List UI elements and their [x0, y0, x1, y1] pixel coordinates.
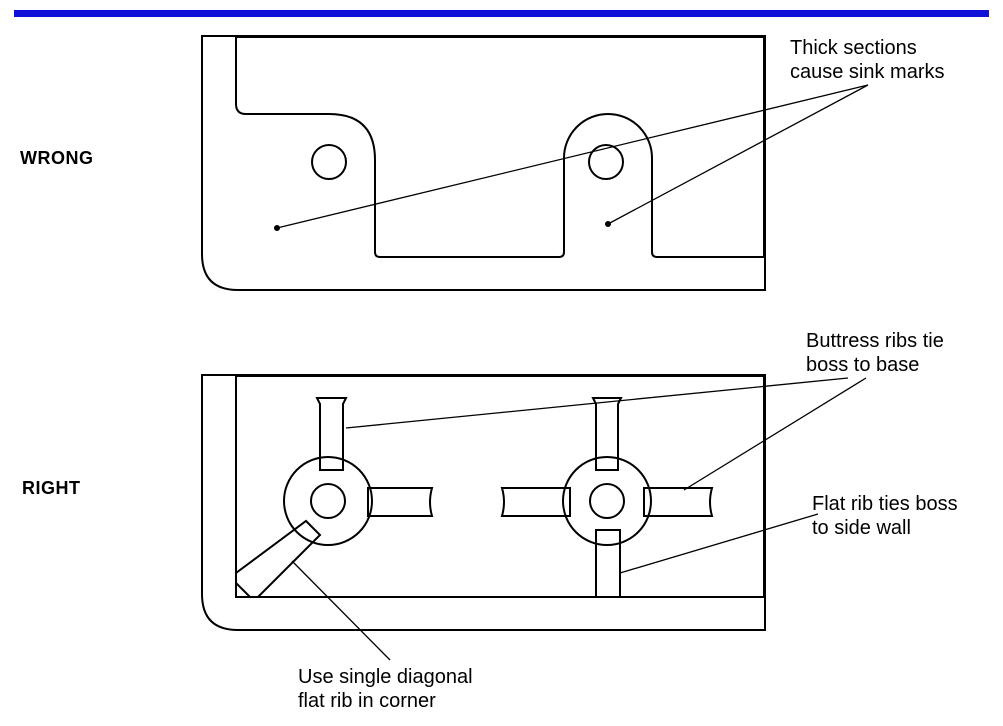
right-rib-top — [591, 397, 623, 471]
leader-thick-right — [607, 84, 869, 225]
left-boss-outer — [283, 456, 373, 546]
right-design — [201, 374, 867, 661]
leader-buttress-left — [345, 377, 849, 429]
leader-flat-rib — [619, 513, 819, 574]
leader-thick-left — [276, 84, 869, 229]
note-buttress-ribs: Buttress ribs tie boss to base — [806, 329, 944, 377]
wrong-part-outline — [201, 35, 766, 291]
wrong-design — [201, 35, 869, 291]
note-thick-sections: Thick sections cause sink marks — [790, 36, 945, 84]
note-flat-rib: Flat rib ties boss to side wall — [812, 492, 958, 540]
note-flat-rib-line1: Flat rib ties boss — [812, 493, 958, 515]
note-buttress-ribs-line2: boss to base — [806, 354, 920, 376]
note-thick-sections-line1: Thick sections — [790, 37, 917, 59]
right-rib-bottom — [595, 529, 621, 598]
left-rib-right — [367, 487, 434, 517]
left-boss-hole — [310, 483, 346, 519]
right-part-outline — [201, 374, 766, 631]
leader-diagonal-rib — [291, 560, 391, 661]
note-flat-rib-line2: to side wall — [812, 517, 911, 539]
label-wrong: WRONG — [20, 148, 94, 168]
right-boss-hole — [589, 483, 625, 519]
right-boss-assembly — [500, 397, 714, 598]
right-rib-right — [643, 487, 714, 517]
left-boss-assembly — [235, 397, 434, 598]
leader-buttress-right — [683, 377, 867, 491]
note-buttress-ribs-line1: Buttress ribs tie — [806, 330, 944, 352]
note-diagonal-rib-line1: Use single diagonal — [298, 666, 473, 688]
diagonal-corner-rib — [235, 519, 322, 598]
right-part-cavity — [235, 375, 765, 598]
label-right: RIGHT — [22, 478, 81, 498]
title-accent-bar — [14, 10, 989, 17]
wrong-part-cavity — [235, 36, 765, 258]
note-diagonal-rib: Use single diagonal flat rib in corner — [298, 665, 473, 713]
note-diagonal-rib-line2: flat rib in corner — [298, 690, 436, 712]
right-rib-left — [500, 487, 571, 517]
left-rib-top — [315, 397, 348, 471]
wrong-boss-hole-right — [588, 144, 624, 180]
right-boss-outer — [562, 456, 652, 546]
wrong-boss-hole-left — [311, 144, 347, 180]
note-thick-sections-line2: cause sink marks — [790, 61, 945, 83]
